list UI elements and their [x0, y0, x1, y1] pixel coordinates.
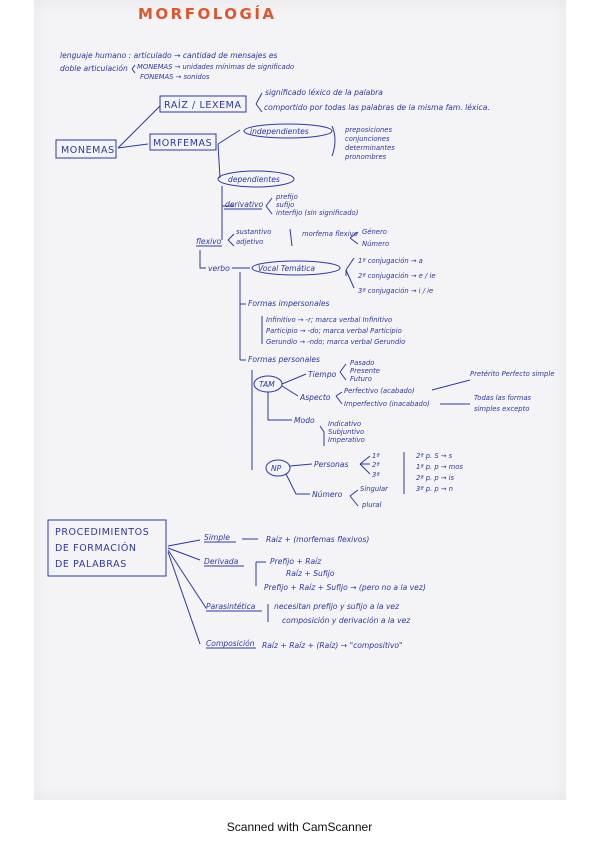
persona-3: 3ª: [372, 471, 380, 479]
intro-line-2b: MONEMAS → unidades mínimas de significad…: [137, 63, 294, 71]
morfemas-label: MORFEMAS: [153, 138, 212, 149]
raiz-box: [159, 95, 247, 113]
procedimientos-line-3: DE PALABRAS: [55, 559, 127, 570]
monemas-box: [55, 139, 117, 159]
modo-imperativo: Imperativo: [328, 436, 365, 444]
np-oval: [265, 459, 291, 477]
modo-subjuntivo: Subjuntivo: [328, 428, 364, 436]
tiempo-pasado: Pasado: [350, 359, 374, 367]
parasint-item-1: composición y derivación a la vez: [282, 616, 411, 625]
deriv-item-2: interfijo (sin significado): [276, 209, 358, 217]
formas-impersonales-label: Formas impersonales: [248, 299, 330, 308]
independientes-oval: [243, 123, 333, 139]
verbo-label: verbo: [208, 264, 230, 273]
simple-label: Simple: [204, 533, 230, 542]
persona-1: 1ª: [372, 452, 380, 460]
procedimientos-line-1: PROCEDIMIENTOS: [55, 527, 149, 538]
impersonal-participio: Participio → -do; marca verbal Participi…: [266, 327, 402, 335]
scanned-paper: [34, 0, 566, 800]
indep-item-1: conjunciones: [345, 135, 390, 143]
numero-label: Número: [312, 490, 343, 499]
conjugacion-2: 2ª conjugación → e / ie: [358, 272, 436, 280]
page-title: MORFOLOGÍA: [138, 4, 277, 23]
tam-label: TAM: [259, 380, 275, 389]
impersonal-infinitivo: Infinitivo → -r; marca verbal Infinitivo: [266, 316, 392, 324]
personas-label: Personas: [314, 460, 348, 469]
aspecto-label: Aspecto: [299, 393, 331, 402]
indep-item-3: pronombres: [344, 153, 387, 161]
indep-item-2: determinantes: [345, 144, 395, 152]
scan-watermark: Scanned with CamScanner: [226, 820, 373, 834]
dependientes-label: dependientes: [228, 175, 280, 184]
monemas-label: MONEMAS: [61, 145, 115, 156]
derivativo-label: derivativo: [225, 200, 263, 209]
numero-singular: Singular: [360, 485, 389, 493]
procedimientos-line-2: DE FORMACIÓN: [55, 542, 137, 554]
conjugacion-3: 3ª conjugación → i / ie: [358, 287, 433, 295]
derivada-item-1: Raíz + Sufijo: [286, 569, 335, 578]
aspecto-nota-1: Todas las formas: [474, 394, 532, 402]
indep-item-0: preposiciones: [344, 126, 392, 134]
flex-item-0: sustantivo: [236, 228, 271, 236]
tiempo-presente: Presente: [350, 367, 380, 375]
vocal-tematica-oval: [251, 260, 341, 276]
aspecto-perfectivo: Perfectivo (acabado): [344, 387, 415, 395]
morfema-flexivo-label: morfema flexivo: [302, 230, 358, 238]
modo-label: Modo: [294, 416, 315, 425]
aspecto-imperfectivo: Imperfectivo (inacabado): [344, 400, 430, 408]
intro-line-1: lenguaje humano : articulado → cantidad …: [60, 51, 278, 60]
intro-line-3: FONEMAS → sonidos: [140, 73, 210, 81]
independientes-label: independientes: [250, 127, 309, 136]
persona-2: 2ª: [372, 461, 380, 469]
aspecto-nota-2: simples excepto: [474, 405, 529, 413]
conjugacion-1: 1ª conjugación → a: [358, 257, 423, 265]
derivada-item-2: Prefijo + Raíz + Sufijo → (pero no a la …: [264, 583, 426, 592]
derivada-item-0: Prefijo + Raíz: [270, 557, 322, 566]
persona-table-2: 2ª p. p → is: [416, 474, 455, 482]
intro-line-2a: doble articulación: [60, 64, 128, 73]
composicion-label: Composición: [206, 639, 255, 648]
tiempo-futuro: Futuro: [350, 375, 372, 383]
deriv-item-1: sufijo: [276, 201, 294, 209]
aspecto-nota-0: Pretérito Perfecto simple: [470, 370, 554, 378]
morfemas-box: [149, 133, 217, 151]
persona-table-3: 3ª p. p → n: [416, 485, 453, 493]
procedimientos-box: [47, 519, 167, 577]
dependientes-oval: [217, 170, 295, 188]
raiz-significado: significado léxico de la palabra: [265, 88, 383, 97]
deriv-item-0: prefijo: [275, 193, 298, 201]
derivada-label: Derivada: [204, 557, 239, 566]
vocal-tematica-label: Vocal Temática: [258, 264, 315, 273]
numero-plural: plural: [361, 501, 381, 509]
np-label: NP: [271, 464, 282, 473]
simple-def: Raíz + (morfemas flexivos): [266, 535, 369, 544]
tiempo-label: Tiempo: [308, 370, 337, 379]
persona-table-1: 1ª p. p → mos: [416, 463, 463, 471]
modo-indicativo: Indicativo: [328, 420, 361, 428]
flex-item-1: adjetivo: [236, 238, 263, 246]
numero-flexivo-label: Número: [362, 240, 389, 248]
raiz-compartido: comportido por todas las palabras de la …: [264, 103, 490, 112]
formas-personales-label: Formas personales: [248, 355, 320, 364]
parasintetica-label: Parasintética: [206, 602, 256, 611]
parasint-item-0: necesitan prefijo y sufijo a la vez: [274, 602, 400, 611]
raiz-label: RAÍZ / LEXEMA: [164, 99, 242, 111]
persona-table-0: 2ª p. S → s: [416, 452, 453, 460]
composicion-def: Raíz + Raíz + (Raíz) → "compositivo": [262, 641, 403, 650]
flexivo-label: flexivo: [196, 237, 222, 246]
genero-label: Género: [362, 228, 387, 236]
impersonal-gerundio: Gerundio → -ndo; marca verbal Gerundio: [266, 338, 405, 346]
